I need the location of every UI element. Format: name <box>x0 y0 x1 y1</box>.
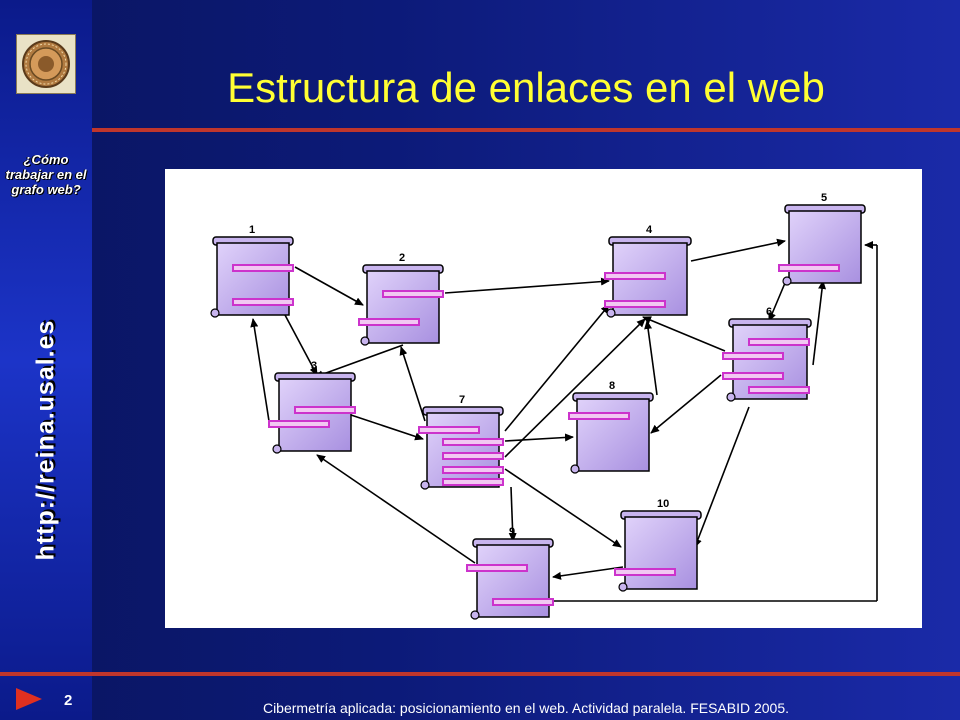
link-structure-diagram: 1 2 3 4 5 6 7 8 9 10 <box>165 169 922 628</box>
node-page-body <box>426 412 500 488</box>
web-page-node-6: 6 <box>722 306 812 402</box>
link-edge <box>552 566 624 580</box>
node-label: 5 <box>821 192 827 204</box>
node-page-body <box>624 516 698 590</box>
link-edge <box>250 318 270 422</box>
node-label: 6 <box>766 306 772 318</box>
node-label: 7 <box>459 394 465 406</box>
node-scroll-curl <box>272 444 282 454</box>
node-label: 9 <box>509 526 515 538</box>
node-label: 3 <box>311 360 317 372</box>
web-page-node-7: 7 <box>418 394 504 490</box>
node-label: 8 <box>609 380 615 392</box>
node-page-body <box>366 270 440 344</box>
link-edge <box>350 414 424 441</box>
side-question: ¿Cómo trabajar en el grafo web? <box>5 152 87 197</box>
slide-footer: Cibermetría aplicada: posicionamiento en… <box>262 700 790 716</box>
bottom-divider <box>0 672 960 676</box>
node-scroll-curl <box>360 336 370 346</box>
node-scroll-curl <box>782 276 792 286</box>
link-edge <box>694 406 750 548</box>
node-label: 4 <box>646 224 653 236</box>
node-link-bar <box>442 438 504 446</box>
web-page-node-9: 9 <box>466 526 554 620</box>
node-link-bar <box>442 452 504 460</box>
node-label: 10 <box>657 498 669 510</box>
sidebar: ¿Cómo trabajar en el grafo web? http://r… <box>0 0 92 720</box>
node-link-bar <box>232 264 294 272</box>
link-edge <box>650 374 722 434</box>
diagram-nodes: 1 2 3 4 5 6 7 8 9 10 <box>210 192 866 620</box>
node-link-bar <box>604 272 666 280</box>
link-edge <box>504 304 610 432</box>
slide-title: Estructura de enlaces en el web <box>227 64 825 111</box>
link-edge <box>504 468 622 548</box>
node-link-bar <box>466 564 528 572</box>
node-link-bar <box>382 290 444 298</box>
link-edge <box>690 238 786 262</box>
node-link-bar <box>442 478 504 486</box>
node-link-bar <box>232 298 294 306</box>
node-link-bar <box>418 426 480 434</box>
web-page-node-3: 3 <box>268 360 356 454</box>
link-edge <box>316 454 476 564</box>
node-link-bar <box>294 406 356 414</box>
link-edge <box>508 486 517 542</box>
node-page-body <box>278 378 352 452</box>
node-label: 2 <box>399 252 405 264</box>
university-seal-icon <box>16 34 76 94</box>
node-link-bar <box>604 300 666 308</box>
node-scroll-curl <box>210 308 220 318</box>
node-link-bar <box>568 412 630 420</box>
node-scroll-curl <box>726 392 736 402</box>
link-edge <box>768 282 786 322</box>
node-scroll-curl <box>420 480 430 490</box>
node-scroll-curl <box>618 582 628 592</box>
link-edge <box>444 277 610 294</box>
node-page-body <box>576 398 650 472</box>
node-link-bar <box>268 420 330 428</box>
link-edge <box>642 316 726 352</box>
node-link-bar <box>358 318 420 326</box>
next-slide-arrow-icon[interactable] <box>16 688 42 710</box>
web-page-node-8: 8 <box>568 380 654 474</box>
web-page-node-5: 5 <box>778 192 866 286</box>
link-edge <box>284 314 318 376</box>
node-label: 1 <box>249 224 255 236</box>
link-edge <box>504 433 574 442</box>
node-link-bar <box>492 598 554 606</box>
node-scroll-curl <box>470 610 480 620</box>
node-page-body <box>476 544 550 618</box>
node-link-bar <box>722 372 784 380</box>
diagram-edges <box>250 238 878 602</box>
node-link-bar <box>748 386 810 394</box>
web-page-node-10: 10 <box>614 498 702 592</box>
diagram-canvas: 1 2 3 4 5 6 7 8 9 10 <box>210 192 878 620</box>
page-number: 2 <box>64 692 73 709</box>
node-link-bar <box>748 338 810 346</box>
node-scroll-curl <box>570 464 580 474</box>
link-edge <box>812 280 827 366</box>
web-page-node-1: 1 <box>210 224 294 318</box>
node-link-bar <box>614 568 676 576</box>
side-url[interactable]: http://reina.usal.es <box>31 319 60 561</box>
link-edge <box>294 266 364 306</box>
web-page-node-4: 4 <box>604 224 692 318</box>
node-scroll-curl <box>606 308 616 318</box>
web-page-node-2: 2 <box>358 252 444 346</box>
link-edge <box>504 318 646 458</box>
node-link-bar <box>442 466 504 474</box>
node-page-body <box>788 210 862 284</box>
link-edge <box>399 346 426 422</box>
title-divider <box>92 128 960 132</box>
link-edge <box>644 320 658 396</box>
node-link-bar <box>778 264 840 272</box>
node-link-bar <box>722 352 784 360</box>
link-edge <box>314 344 404 379</box>
